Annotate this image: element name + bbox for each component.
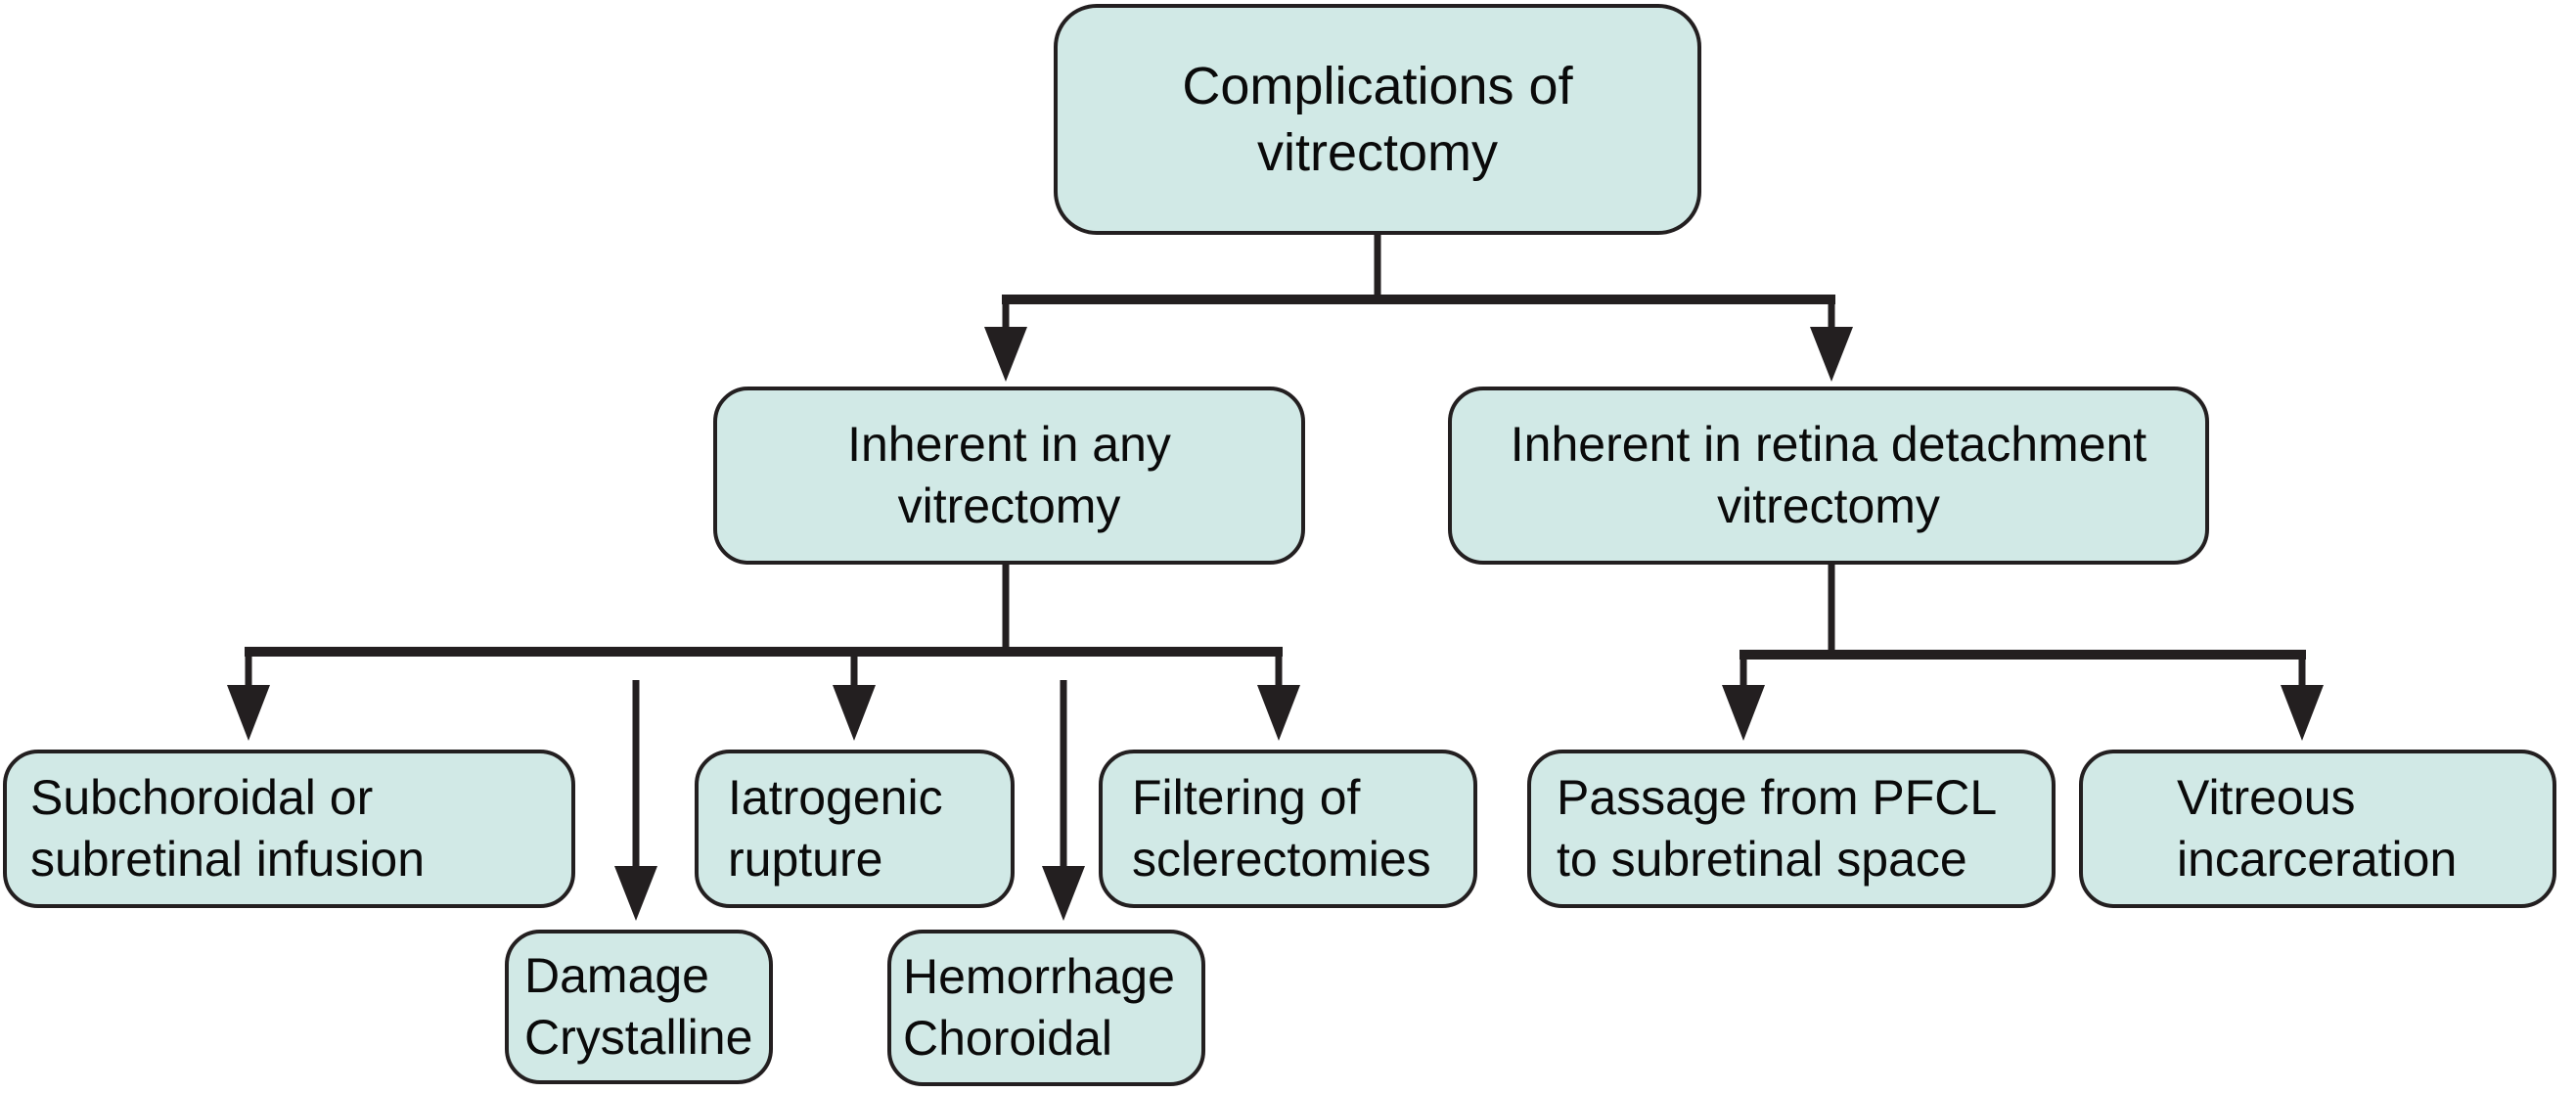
arrow-down-icon <box>2281 685 2324 741</box>
node-iatrogenic-rupture: Iatrogenic rupture <box>695 750 1015 908</box>
node-label-line: to subretinal space <box>1557 832 1967 887</box>
node-filtering-of-sclerectomies: Filtering of sclerectomies <box>1099 750 1477 908</box>
node-hemorrhage-choroidal: Hemorrhage Choroidal <box>887 930 1205 1086</box>
node-label-line: incarceration <box>2177 832 2458 887</box>
connector-any-branch <box>227 563 1300 921</box>
node-label-line: Passage from PFCL <box>1557 770 1998 825</box>
node-inherent-in-any-vitrectomy: Inherent in any vitrectomy <box>713 387 1305 565</box>
node-label-line: Complications of <box>1182 57 1573 115</box>
node-label-line: Subchoroidal or <box>30 770 374 825</box>
node-complications-of-vitrectomy: Complications of vitrectomy <box>1054 4 1701 235</box>
node-damage-crystalline: Damage Crystalline <box>505 930 773 1084</box>
node-subchoroidal-or-subretinal-infusion: Subchoroidal or subretinal infusion <box>3 750 575 908</box>
connector-root-branch <box>984 233 1853 382</box>
node-label-line: vitrectomy <box>1717 478 1940 533</box>
node-label-line: Iatrogenic <box>728 770 943 825</box>
arrow-down-icon <box>984 327 1027 382</box>
node-label-line: Vitreous <box>2177 770 2356 825</box>
node-label-line: subretinal infusion <box>30 832 426 887</box>
node-label-line: Inherent in retina detachment <box>1510 417 2147 472</box>
node-label-line: Filtering of <box>1132 770 1361 825</box>
node-inherent-in-retina-detachment-vitrectomy: Inherent in retina detachment vitrectomy <box>1448 387 2209 565</box>
arrow-down-icon <box>227 685 270 741</box>
node-label-line: Inherent in any <box>847 417 1171 472</box>
node-label-line: sclerectomies <box>1132 832 1431 887</box>
arrow-down-icon <box>1810 327 1853 382</box>
arrow-down-icon <box>614 866 657 921</box>
node-label-line: vitrectomy <box>897 478 1121 533</box>
node-passage-from-pfcl-to-subretinal-space: Passage from PFCL to subretinal space <box>1527 750 2056 908</box>
arrow-down-icon <box>1722 685 1765 741</box>
arrow-down-icon <box>1042 866 1085 921</box>
node-label-line: Choroidal <box>903 1011 1113 1066</box>
node-label-line: Crystalline <box>524 1010 753 1065</box>
arrow-down-icon <box>1257 685 1300 741</box>
node-label-line: rupture <box>728 832 883 887</box>
connector-rd-branch <box>1722 563 2324 741</box>
node-label-line: vitrectomy <box>1256 123 1499 182</box>
node-label-line: Hemorrhage <box>903 949 1175 1004</box>
node-label-line: Damage <box>524 948 709 1003</box>
node-vitreous-incarceration: Vitreous incarceration <box>2079 750 2556 908</box>
arrow-down-icon <box>833 685 876 741</box>
